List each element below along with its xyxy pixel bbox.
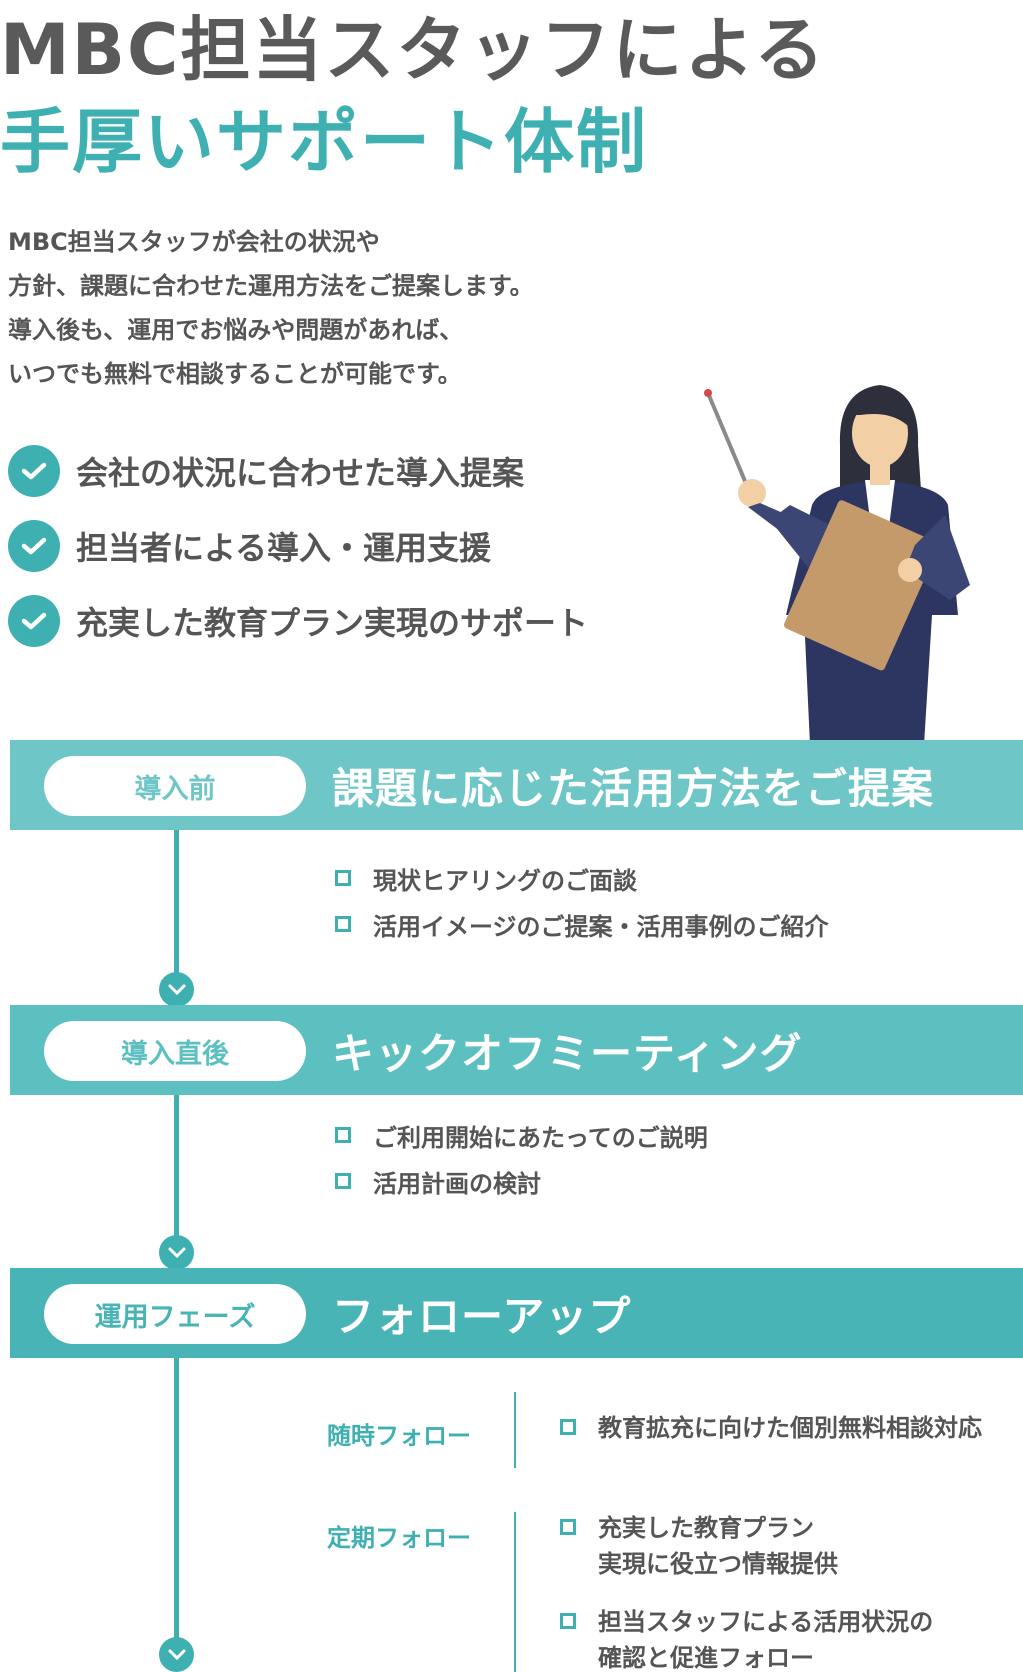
phase-title: 課題に応じた活用方法をご提案 bbox=[332, 763, 935, 813]
list-item: 担当スタッフによる活用状況の 確認と促進フォロー bbox=[560, 1604, 933, 1672]
chevron-down-icon bbox=[159, 1235, 194, 1270]
check-icon bbox=[8, 520, 60, 572]
follow-items-adhoc: 教育拡充に向けた個別無料相談対応 bbox=[560, 1410, 982, 1468]
follow-label-periodic: 定期フォロー bbox=[327, 1524, 471, 1552]
list-item: 充実した教育プラン 実現に役立つ情報提供 bbox=[560, 1510, 933, 1582]
list-item-line: 実現に役立つ情報提供 bbox=[598, 1550, 838, 1578]
intro-text: MBC担当スタッフが会社の状況や 方針、課題に合わせた運用方法をご提案します。 … bbox=[8, 220, 648, 396]
list-item-text: 活用計画の検討 bbox=[373, 1169, 541, 1198]
phase-band-start: 導入直後 キックオフミーティング bbox=[10, 1005, 1023, 1095]
list-item-text: 現状ヒアリングのご面談 bbox=[373, 866, 637, 895]
phase-title: フォローアップ bbox=[332, 1291, 632, 1341]
square-bullet-icon bbox=[560, 1613, 576, 1629]
phase-items: 現状ヒアリングのご面談 活用イメージのご提案・活用事例のご紹介 bbox=[335, 855, 829, 947]
square-bullet-icon bbox=[335, 870, 351, 886]
timeline-line bbox=[174, 1095, 179, 1243]
square-bullet-icon bbox=[335, 1173, 351, 1189]
list-item-text: ご利用開始にあたってのご説明 bbox=[373, 1123, 708, 1152]
intro-line: 導入後も、運用でお悩みや問題があれば、 bbox=[8, 316, 464, 344]
page-title-line1: MBC担当スタッフによる bbox=[0, 9, 827, 91]
phase-label-pill: 運用フェーズ bbox=[44, 1284, 306, 1344]
list-item-line: 充実した教育プラン bbox=[598, 1514, 814, 1542]
follow-label-adhoc: 随時フォロー bbox=[327, 1422, 471, 1450]
list-item-line: 確認と促進フォロー bbox=[598, 1644, 814, 1672]
square-bullet-icon bbox=[335, 916, 351, 932]
feature-item: 担当者による導入・運用支援 bbox=[8, 520, 648, 572]
feature-text: 会社の状況に合わせた導入提案 bbox=[76, 454, 525, 492]
list-item: 活用イメージのご提案・活用事例のご紹介 bbox=[335, 901, 829, 947]
list-item-text: 充実した教育プラン 実現に役立つ情報提供 bbox=[598, 1510, 838, 1582]
square-bullet-icon bbox=[560, 1419, 576, 1435]
list-item-text: 教育拡充に向けた個別無料相談対応 bbox=[598, 1414, 982, 1442]
list-item: 活用計画の検討 bbox=[335, 1158, 708, 1204]
staff-illustration bbox=[704, 385, 970, 745]
list-item: ご利用開始にあたってのご説明 bbox=[335, 1112, 708, 1158]
phase-label-pill: 導入直後 bbox=[44, 1021, 306, 1081]
chevron-down-icon bbox=[159, 1637, 194, 1672]
feature-text: 担当者による導入・運用支援 bbox=[76, 529, 492, 567]
feature-text: 充実した教育プラン実現のサポート bbox=[76, 604, 589, 642]
check-icon bbox=[8, 595, 60, 647]
square-bullet-icon bbox=[560, 1519, 576, 1535]
follow-divider bbox=[514, 1392, 516, 1468]
timeline-line bbox=[174, 1358, 179, 1644]
page-title-line2: 手厚いサポート体制 bbox=[0, 101, 648, 183]
feature-list: 会社の状況に合わせた導入提案 担当者による導入・運用支援 充実した教育プラン実現… bbox=[8, 445, 648, 670]
list-item-line: 担当スタッフによる活用状況の bbox=[598, 1608, 934, 1636]
phase-items: ご利用開始にあたってのご説明 活用計画の検討 bbox=[335, 1112, 708, 1204]
check-icon bbox=[8, 445, 60, 497]
list-item-text: 担当スタッフによる活用状況の 確認と促進フォロー bbox=[598, 1604, 933, 1672]
follow-divider bbox=[514, 1512, 516, 1672]
list-item-text: 活用イメージのご提案・活用事例のご紹介 bbox=[373, 912, 829, 941]
feature-item: 会社の状況に合わせた導入提案 bbox=[8, 445, 648, 497]
chevron-down-icon bbox=[159, 972, 194, 1007]
timeline-line bbox=[174, 830, 179, 980]
intro-line: MBC担当スタッフが会社の状況や bbox=[8, 228, 380, 256]
phase-title: キックオフミーティング bbox=[332, 1028, 803, 1078]
phase-band-before: 導入前 課題に応じた活用方法をご提案 bbox=[10, 740, 1023, 830]
intro-line: いつでも無料で相談することが可能です。 bbox=[8, 360, 462, 388]
phase-label-pill: 導入前 bbox=[44, 756, 306, 816]
list-item: 教育拡充に向けた個別無料相談対応 bbox=[560, 1410, 982, 1446]
list-item: 現状ヒアリングのご面談 bbox=[335, 855, 829, 901]
phase-band-operation: 運用フェーズ フォローアップ bbox=[10, 1268, 1023, 1358]
feature-item: 充実した教育プラン実現のサポート bbox=[8, 595, 648, 647]
follow-items-periodic: 充実した教育プラン 実現に役立つ情報提供 担当スタッフによる活用状況の 確認と促… bbox=[560, 1510, 933, 1672]
square-bullet-icon bbox=[335, 1127, 351, 1143]
intro-line: 方針、課題に合わせた運用方法をご提案します。 bbox=[8, 272, 534, 300]
